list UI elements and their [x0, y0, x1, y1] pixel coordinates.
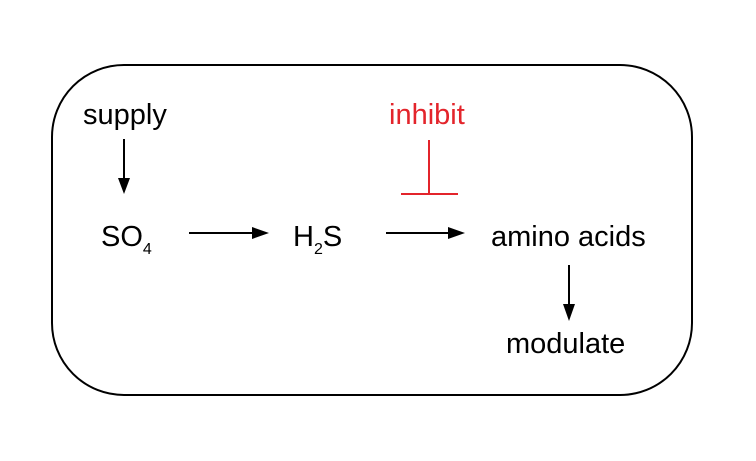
- inhibition-bar: [401, 140, 458, 195]
- arrow-so4-to-h2s: [189, 227, 269, 239]
- inhibit-label: inhibit: [389, 99, 465, 131]
- so4-base: SO: [101, 221, 143, 253]
- h2s-h: H: [293, 221, 314, 253]
- node-supply: supply: [83, 99, 167, 131]
- h2s-s: S: [322, 221, 343, 253]
- node-so4: SO4: [101, 223, 152, 258]
- node-amino-acids: amino acids: [491, 221, 646, 253]
- so4-subscript: 4: [142, 241, 152, 258]
- arrow-h2s-to-amino-acids: [386, 227, 465, 239]
- rounded-border: [51, 64, 693, 396]
- arrow-amino-acids-to-modulate: [563, 265, 575, 321]
- node-h2s: H2S: [293, 223, 342, 258]
- arrow-supply-to-so4: [118, 139, 130, 194]
- h2s-subscript: 2: [313, 241, 323, 258]
- node-modulate: modulate: [506, 328, 626, 360]
